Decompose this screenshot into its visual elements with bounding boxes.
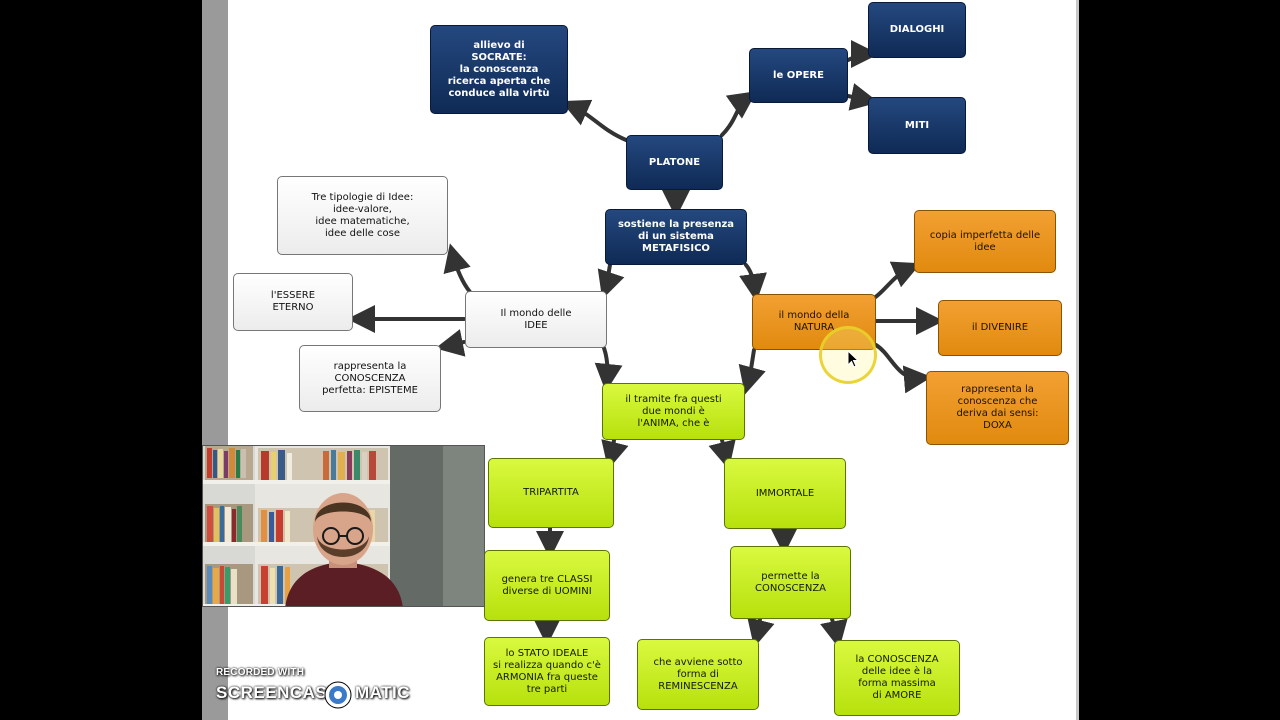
node-reminescenza[interactable]: che avviene sotto forma di REMINESCENZA — [637, 639, 759, 710]
link-idee-anima — [594, 346, 623, 392]
node-doxa[interactable]: rappresenta la conoscenza che deriva dai… — [926, 371, 1069, 445]
node-tipologie[interactable]: Tre tipologie di Idee: idee-valore, idee… — [277, 176, 448, 255]
link-natura-doxa — [874, 343, 932, 394]
node-anima[interactable]: il tramite fra questi due mondi è l'ANIM… — [602, 383, 745, 440]
node-miti[interactable]: MITI — [868, 97, 966, 154]
node-opere[interactable]: le OPERE — [749, 48, 848, 103]
link-opere-dialoghi — [846, 40, 879, 69]
link-idee-tipologie — [443, 243, 472, 294]
node-metafisico[interactable]: sostiene la presenza di un sistema METAF… — [605, 209, 747, 265]
link-natura-anima — [738, 348, 766, 395]
node-platone[interactable]: PLATONE — [626, 135, 723, 190]
right-border — [1076, 0, 1079, 720]
link-opere-miti — [846, 83, 879, 111]
node-essere[interactable]: l'ESSERE ETERNO — [233, 273, 353, 331]
node-immortale[interactable]: IMMORTALE — [724, 458, 846, 529]
node-copia[interactable]: copia imperfetta delle idee — [914, 210, 1056, 273]
link-conoscenza-reminescenza — [747, 617, 775, 648]
node-tripartita[interactable]: TRIPARTITA — [488, 458, 614, 528]
link-idee-episteme — [435, 329, 466, 357]
link-conoscenza-amore — [820, 617, 848, 649]
mouse-pointer-icon — [847, 350, 859, 368]
mind-map-canvas: PLATONE allievo di SOCRATE: la conoscenz… — [202, 0, 1079, 720]
node-conoscenza[interactable]: permette la CONOSCENZA — [730, 546, 851, 619]
screencast-watermark: RECORDED WITH SCREENCAST MATIC — [216, 667, 416, 715]
node-classi[interactable]: genera tre CLASSI diverse di UOMINI — [484, 550, 610, 621]
link-platone-opere — [720, 91, 757, 137]
node-amore[interactable]: la CONOSCENZA delle idee è la forma mass… — [834, 640, 960, 716]
node-episteme[interactable]: rappresenta la CONOSCENZA perfetta: EPIS… — [299, 345, 441, 412]
watermark-left-text: SCREENCAST — [216, 683, 339, 702]
node-dialoghi[interactable]: DIALOGHI — [868, 2, 966, 58]
webcam-image — [203, 446, 484, 606]
node-socrate[interactable]: allievo di SOCRATE: la conoscenza ricerc… — [430, 25, 568, 114]
link-anima-tripartita — [601, 438, 629, 470]
link-anima-immortale — [708, 438, 736, 470]
node-stato[interactable]: lo STATO IDEALE si realizza quando c'è A… — [484, 637, 610, 706]
link-natura-copia — [872, 261, 921, 300]
connector-layer — [347, 40, 944, 649]
link-platone-socrate — [561, 99, 628, 142]
node-divenire[interactable]: il DIVENIRE — [938, 300, 1062, 356]
webcam-overlay — [202, 445, 485, 607]
link-metafisico-natura — [739, 263, 767, 302]
screencast-o-matic-logo-icon — [324, 681, 352, 709]
watermark-right-text: MATIC — [355, 683, 411, 702]
watermark-top-text: RECORDED WITH — [216, 667, 305, 678]
link-metafisico-idee — [597, 263, 625, 300]
node-idee[interactable]: Il mondo delle IDEE — [465, 291, 607, 348]
